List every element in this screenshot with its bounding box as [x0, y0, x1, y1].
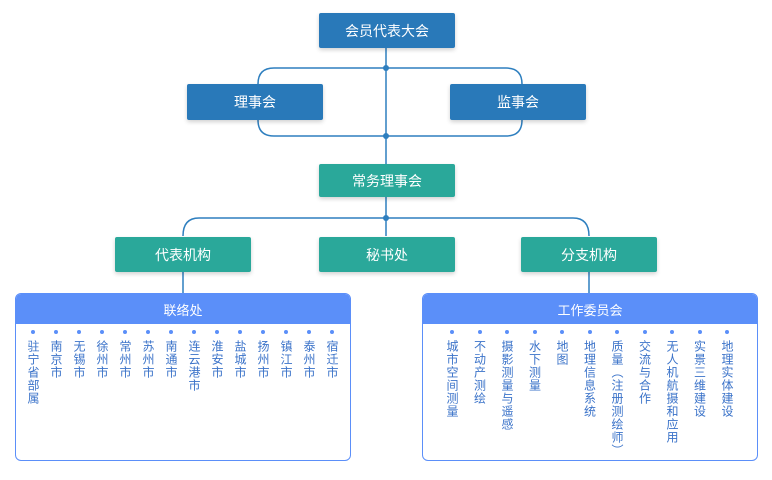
list-item: 盐城市 — [233, 330, 247, 379]
list-item-label: 镇江市 — [279, 340, 293, 379]
committee-panel: 工作委员会 城市空间测量不动产测绘摄影测量与遥感水下测量地图地理信息系统质量（注… — [422, 293, 758, 461]
list-item: 镇江市 — [279, 330, 293, 379]
bullet-icon — [123, 330, 127, 334]
bullet-icon — [215, 330, 219, 334]
list-item-label: 摄影测量与遥感 — [500, 340, 514, 431]
bullet-icon — [450, 330, 454, 334]
list-item-label: 城市空间测量 — [445, 340, 459, 418]
bullet-icon — [100, 330, 104, 334]
list-item: 质量（注册测绘师） — [610, 330, 624, 457]
list-item-label: 实景三维建设 — [692, 340, 707, 418]
list-item-label: 淮安市 — [210, 340, 224, 379]
bullet-icon — [77, 330, 81, 334]
bullet-icon — [192, 330, 196, 334]
list-item-label: 无人机航摄和应用 — [665, 340, 679, 444]
secretariat-node: 秘书处 — [319, 237, 455, 272]
list-item: 城市空间测量 — [445, 330, 459, 418]
list-item-label: 质量（注册测绘师） — [610, 340, 624, 457]
list-item: 苏州市 — [141, 330, 155, 379]
list-item-label: 南京市 — [49, 340, 63, 379]
list-item: 扬州市 — [256, 330, 270, 379]
list-item-label: 地理信息系统 — [582, 340, 597, 418]
standing-council-node: 常务理事会 — [319, 164, 455, 197]
list-item-label: 徐州市 — [95, 340, 109, 379]
list-item-label: 宿迁市 — [325, 340, 339, 379]
list-item: 地理实体建设 — [720, 330, 734, 418]
list-item: 常州市 — [118, 330, 132, 379]
liaison-panel: 联络处 驻宁省部属南京市无锡市徐州市常州市苏州市南通市连云港市淮安市盐城市扬州市… — [15, 293, 351, 461]
list-item: 南通市 — [164, 330, 178, 379]
bullet-icon — [307, 330, 311, 334]
liaison-title: 联络处 — [16, 294, 350, 324]
list-item: 南京市 — [49, 330, 63, 379]
bullet-icon — [238, 330, 242, 334]
bullet-icon — [532, 330, 537, 334]
list-item-label: 地理实体建设 — [720, 340, 734, 418]
list-item-label: 无锡市 — [72, 340, 86, 379]
list-item-label: 连云港市 — [187, 340, 201, 392]
bullet-icon — [284, 330, 288, 334]
list-item-label: 泰州市 — [302, 340, 316, 379]
list-item-label: 苏州市 — [141, 340, 155, 379]
list-item: 地理信息系统 — [583, 330, 597, 418]
branch-office-node: 分支机构 — [521, 237, 657, 272]
list-item: 水下测量 — [528, 330, 542, 392]
list-item: 驻宁省部属 — [26, 330, 40, 405]
committee-title: 工作委员会 — [423, 294, 757, 324]
list-item: 徐州市 — [95, 330, 109, 379]
member-assembly-node: 会员代表大会 — [319, 13, 455, 48]
list-item: 无人机航摄和应用 — [665, 330, 679, 444]
list-item-label: 交流与合作 — [637, 340, 652, 405]
list-item-label: 地图 — [555, 340, 569, 366]
bullet-icon — [697, 330, 702, 334]
list-item-label: 盐城市 — [233, 340, 247, 379]
bullet-icon — [261, 330, 265, 334]
council-node: 理事会 — [187, 84, 323, 120]
list-item-label: 南通市 — [164, 340, 178, 379]
list-item: 交流与合作 — [638, 330, 652, 405]
list-item-label: 水下测量 — [527, 340, 542, 392]
list-item: 不动产测绘 — [473, 330, 487, 405]
list-item: 宿迁市 — [325, 330, 339, 379]
bullet-icon — [560, 330, 564, 334]
bullet-icon — [146, 330, 150, 334]
list-item: 泰州市 — [302, 330, 316, 379]
bullet-icon — [54, 330, 58, 334]
bullet-icon — [642, 330, 647, 334]
list-item: 连云港市 — [187, 330, 201, 392]
bullet-icon — [587, 330, 592, 334]
bullet-icon — [330, 330, 334, 334]
bullet-icon — [615, 330, 619, 334]
list-item-label: 不动产测绘 — [472, 340, 487, 405]
list-item: 淮安市 — [210, 330, 224, 379]
list-item: 实景三维建设 — [693, 330, 707, 418]
list-item: 摄影测量与遥感 — [500, 330, 514, 431]
bullet-icon — [31, 330, 35, 334]
representative-office-node: 代表机构 — [115, 237, 251, 272]
list-item: 地图 — [555, 330, 569, 366]
bullet-icon — [169, 330, 173, 334]
bullet-icon — [505, 330, 509, 334]
list-item-label: 扬州市 — [256, 340, 270, 379]
bullet-icon — [670, 330, 674, 334]
supervisory-board-node: 监事会 — [450, 84, 586, 120]
bullet-icon — [725, 330, 729, 334]
bullet-icon — [477, 330, 482, 334]
list-item-label: 常州市 — [118, 340, 132, 379]
list-item: 无锡市 — [72, 330, 86, 379]
list-item-label: 驻宁省部属 — [26, 340, 40, 405]
